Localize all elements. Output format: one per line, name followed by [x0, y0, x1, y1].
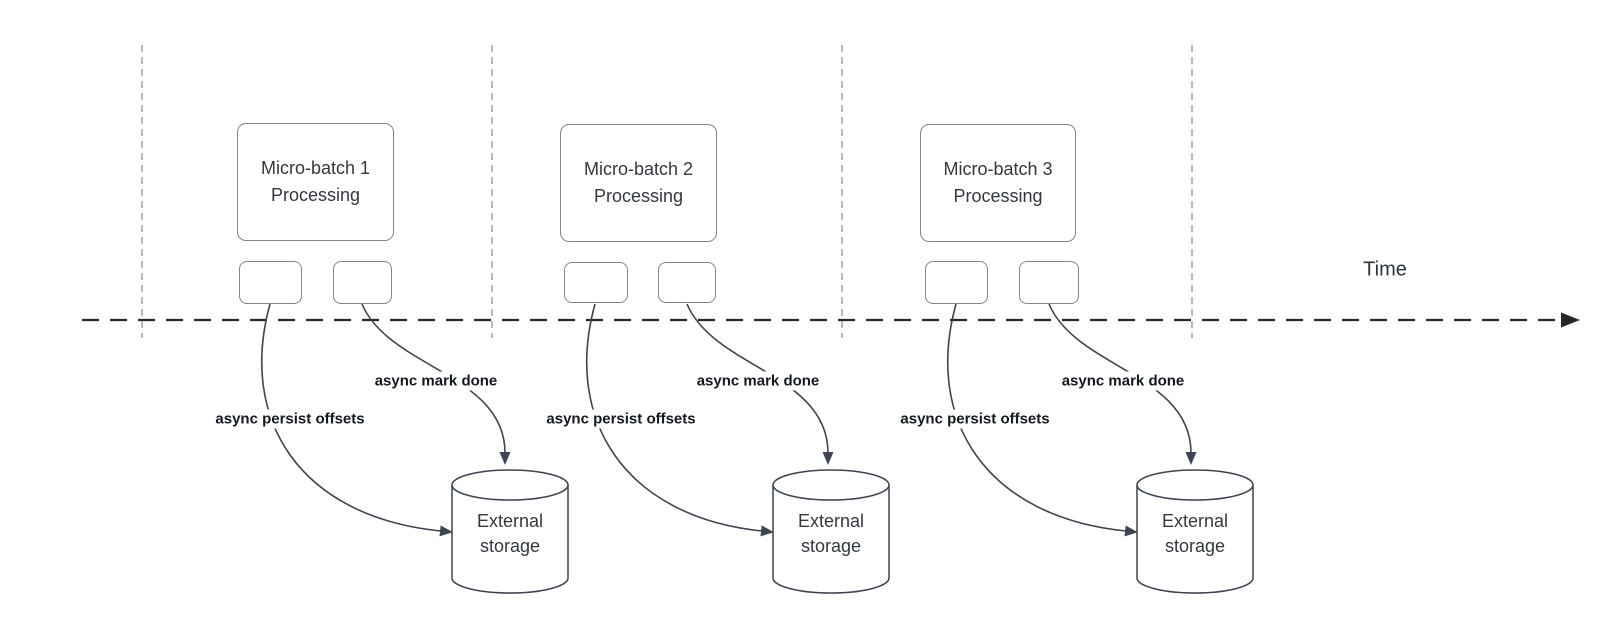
mark-done-label-1: async mark done [371, 371, 501, 391]
batch-2-done-stub [658, 262, 716, 303]
mark-done-label-3: async mark done [1058, 371, 1188, 391]
batch-1-done-stub [333, 261, 392, 304]
storage-cylinders [451, 469, 1254, 594]
micro-batch-2-title-line2: Processing [593, 186, 684, 206]
persist-offsets-arrow-2 [586, 303, 774, 537]
external-storage-label-1: External storage [452, 476, 568, 591]
micro-batch-3-title-line2: Processing [953, 186, 1043, 206]
persist-offsets-arrow-1 [261, 303, 453, 537]
batch-3-done-stub [1019, 261, 1079, 304]
micro-batch-3-title-line1: Micro-batch 3 [943, 159, 1053, 179]
storage-2-line1: External [797, 510, 865, 531]
micro-batch-3-box: Micro-batch 3 Processing [920, 124, 1076, 242]
persist-offsets-label-1: async persist offsets [212, 409, 368, 429]
cylinder-3 [1136, 469, 1254, 594]
micro-batch-1-title-line2: Processing [270, 185, 361, 205]
storage-1-line1: External [476, 510, 544, 531]
interval-gridlines [141, 45, 1193, 338]
batch-3-offset-stub [925, 261, 988, 304]
persist-offsets-label-3: async persist offsets [897, 409, 1053, 429]
external-storage-label-3: External storage [1137, 476, 1253, 591]
batch-1-offset-stub [239, 261, 302, 304]
storage-2-line2: storage [800, 535, 862, 556]
persist-offsets-arrow-3 [947, 303, 1138, 537]
micro-batch-1-box: Micro-batch 1 Processing [237, 123, 394, 241]
micro-batch-2-box: Micro-batch 2 Processing [560, 124, 717, 242]
storage-1-line2: storage [479, 535, 541, 556]
time-axis-label: Time [1363, 258, 1407, 281]
micro-batch-1-title-line1: Micro-batch 1 [260, 158, 371, 178]
persist-offsets-label-2: async persist offsets [543, 409, 699, 429]
external-storage-label-2: External storage [773, 476, 889, 591]
micro-batch-2-title-line1: Micro-batch 2 [583, 159, 694, 179]
mark-done-label-2: async mark done [693, 371, 823, 391]
storage-3-line2: storage [1164, 535, 1226, 556]
cylinder-2 [772, 469, 890, 594]
batch-2-offset-stub [564, 262, 628, 303]
storage-3-line1: External [1161, 510, 1229, 531]
cylinder-1 [451, 469, 569, 594]
